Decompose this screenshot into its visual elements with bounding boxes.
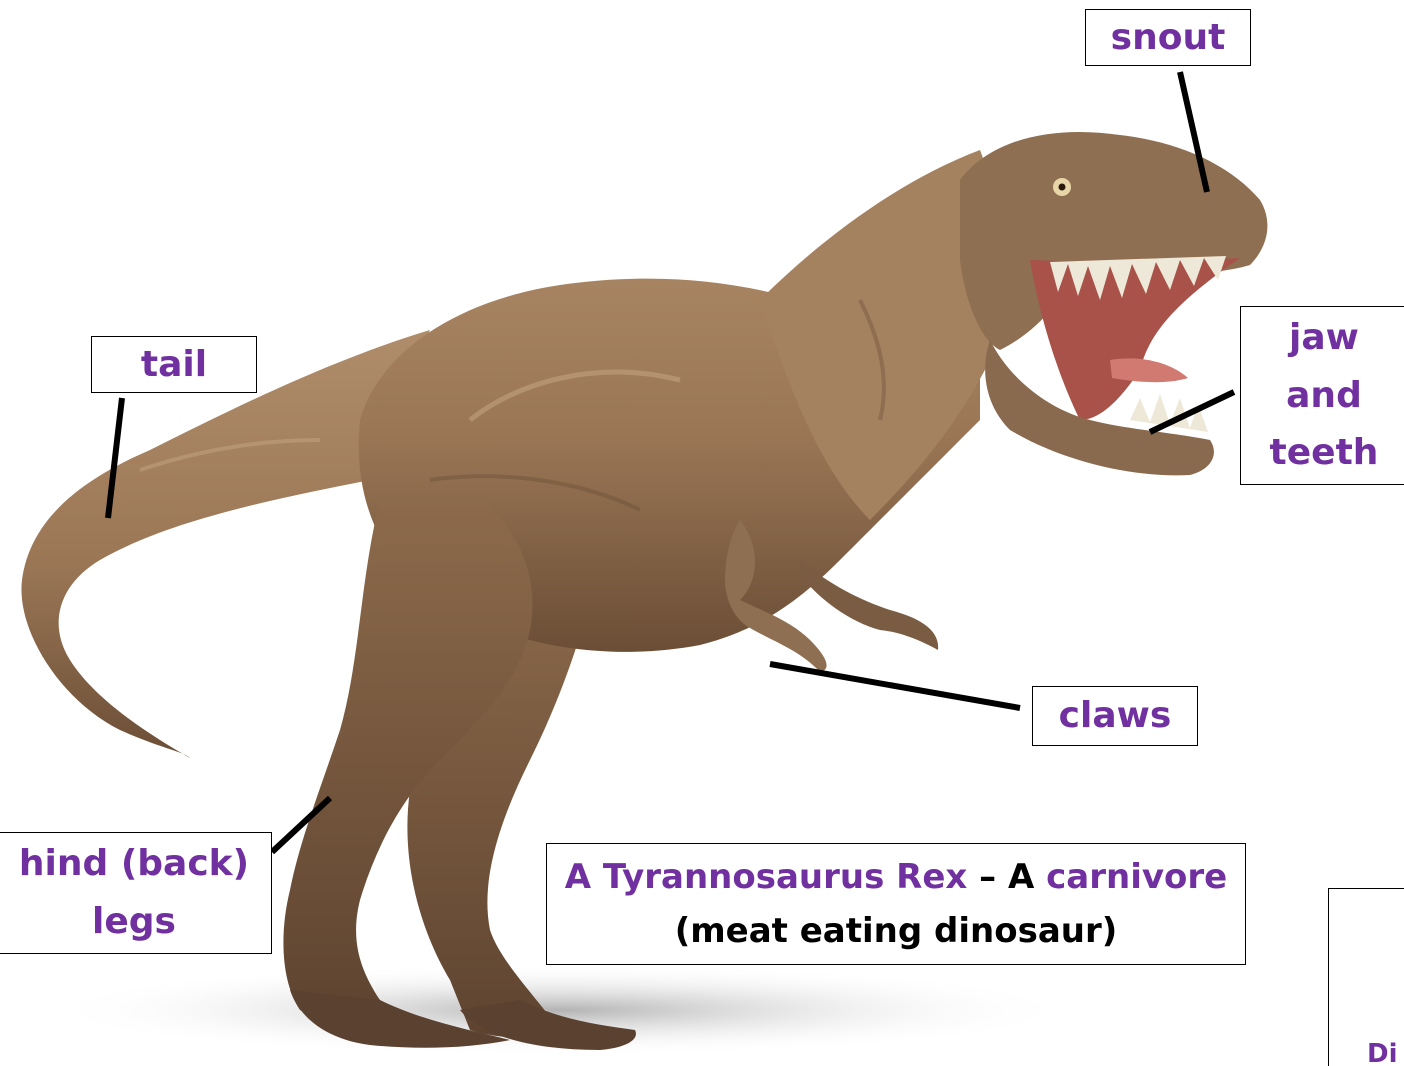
label-snout-text: snout — [1111, 9, 1226, 67]
label-hind-legs: hind (back) legs — [0, 832, 272, 954]
caption-diet-explanation: (meat eating dinosaur) — [675, 911, 1118, 951]
label-jaw-text: jaw and teeth — [1247, 309, 1401, 482]
dino-eye-pupil — [1059, 184, 1066, 191]
label-hind-legs-text: hind (back) legs — [1, 835, 267, 950]
corner-info-box: Di — [1328, 888, 1404, 1066]
dino-mouth — [1030, 258, 1240, 420]
caption-diet-type: carnivore — [1046, 857, 1227, 897]
dino-tongue — [1110, 358, 1188, 382]
caption-text: A Tyrannosaurus Rex – A carnivore (meat … — [557, 850, 1235, 959]
label-tail: tail — [91, 336, 257, 393]
label-claws: claws — [1032, 686, 1198, 746]
caption-box: A Tyrannosaurus Rex – A carnivore (meat … — [546, 843, 1246, 965]
caption-species: A Tyrannosaurus Rex — [565, 857, 968, 897]
label-jaw-and-teeth: jaw and teeth — [1240, 306, 1404, 485]
label-tail-text: tail — [141, 336, 207, 394]
caption-dash: – A — [967, 857, 1046, 897]
label-claws-text: claws — [1059, 687, 1172, 745]
corner-box-text: Di — [1367, 1039, 1398, 1066]
label-snout: snout — [1085, 9, 1251, 66]
leader-line-claws — [770, 664, 1020, 708]
